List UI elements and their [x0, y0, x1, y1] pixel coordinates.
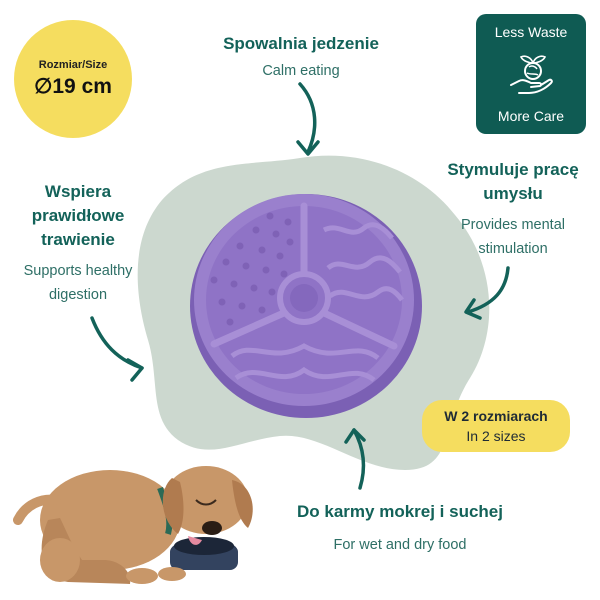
- feature-title: Do karmy mokrej i suchej: [297, 502, 503, 521]
- eco-top-text: Less Waste: [494, 24, 568, 40]
- feature-subtitle-line2: stimulation: [478, 241, 548, 257]
- feature-title-line1: Wspiera: [44, 182, 112, 201]
- sizes-line2: In 2 sizes: [466, 428, 526, 444]
- feature-digestion: Wspiera prawidłowe trawienie Supports he…: [6, 180, 150, 306]
- feature-mental-stimulation: Stymuluje pracę umysłu Provides mental s…: [428, 158, 598, 260]
- feature-title-line2: umysłu: [483, 184, 543, 203]
- feature-title-line1: Stymuluje pracę: [447, 160, 579, 179]
- arrow-right: [466, 266, 510, 314]
- size-label: Rozmiar/Size: [38, 59, 108, 71]
- feature-title: Spowalnia jedzenie: [223, 34, 379, 53]
- feature-title-line2: prawidłowe: [31, 206, 125, 225]
- arrow-top: [298, 82, 317, 154]
- sizes-badge: W 2 rozmiarach In 2 sizes: [422, 400, 570, 452]
- feature-title-line3: trawienie: [41, 230, 115, 249]
- eco-bottom-text: More Care: [497, 108, 565, 124]
- feature-subtitle: For wet and dry food: [333, 537, 467, 553]
- size-value: ∅19 cm: [34, 75, 112, 98]
- feature-slow-eating: Spowalnia jedzenie Calm eating: [196, 32, 406, 82]
- dog-illustration: [13, 466, 253, 584]
- feature-subtitle-line1: Supports healthy: [23, 263, 133, 279]
- size-badge: Rozmiar/Size ∅19 cm: [14, 20, 132, 138]
- hand-globe-plant-icon: [510, 55, 553, 94]
- feature-subtitle-line1: Provides mental: [461, 217, 565, 233]
- sizes-line1: W 2 rozmiarach: [444, 408, 548, 424]
- eco-badge: Less Waste More Care: [476, 14, 586, 134]
- lick-mat-illustration: [190, 194, 422, 418]
- arrows: [90, 82, 510, 490]
- arrow-left: [90, 316, 144, 370]
- feature-subtitle: Calm eating: [262, 63, 340, 79]
- feature-subtitle-line2: digestion: [48, 287, 108, 303]
- feature-wet-dry-food: Do karmy mokrej i suchej For wet and dry…: [280, 500, 520, 556]
